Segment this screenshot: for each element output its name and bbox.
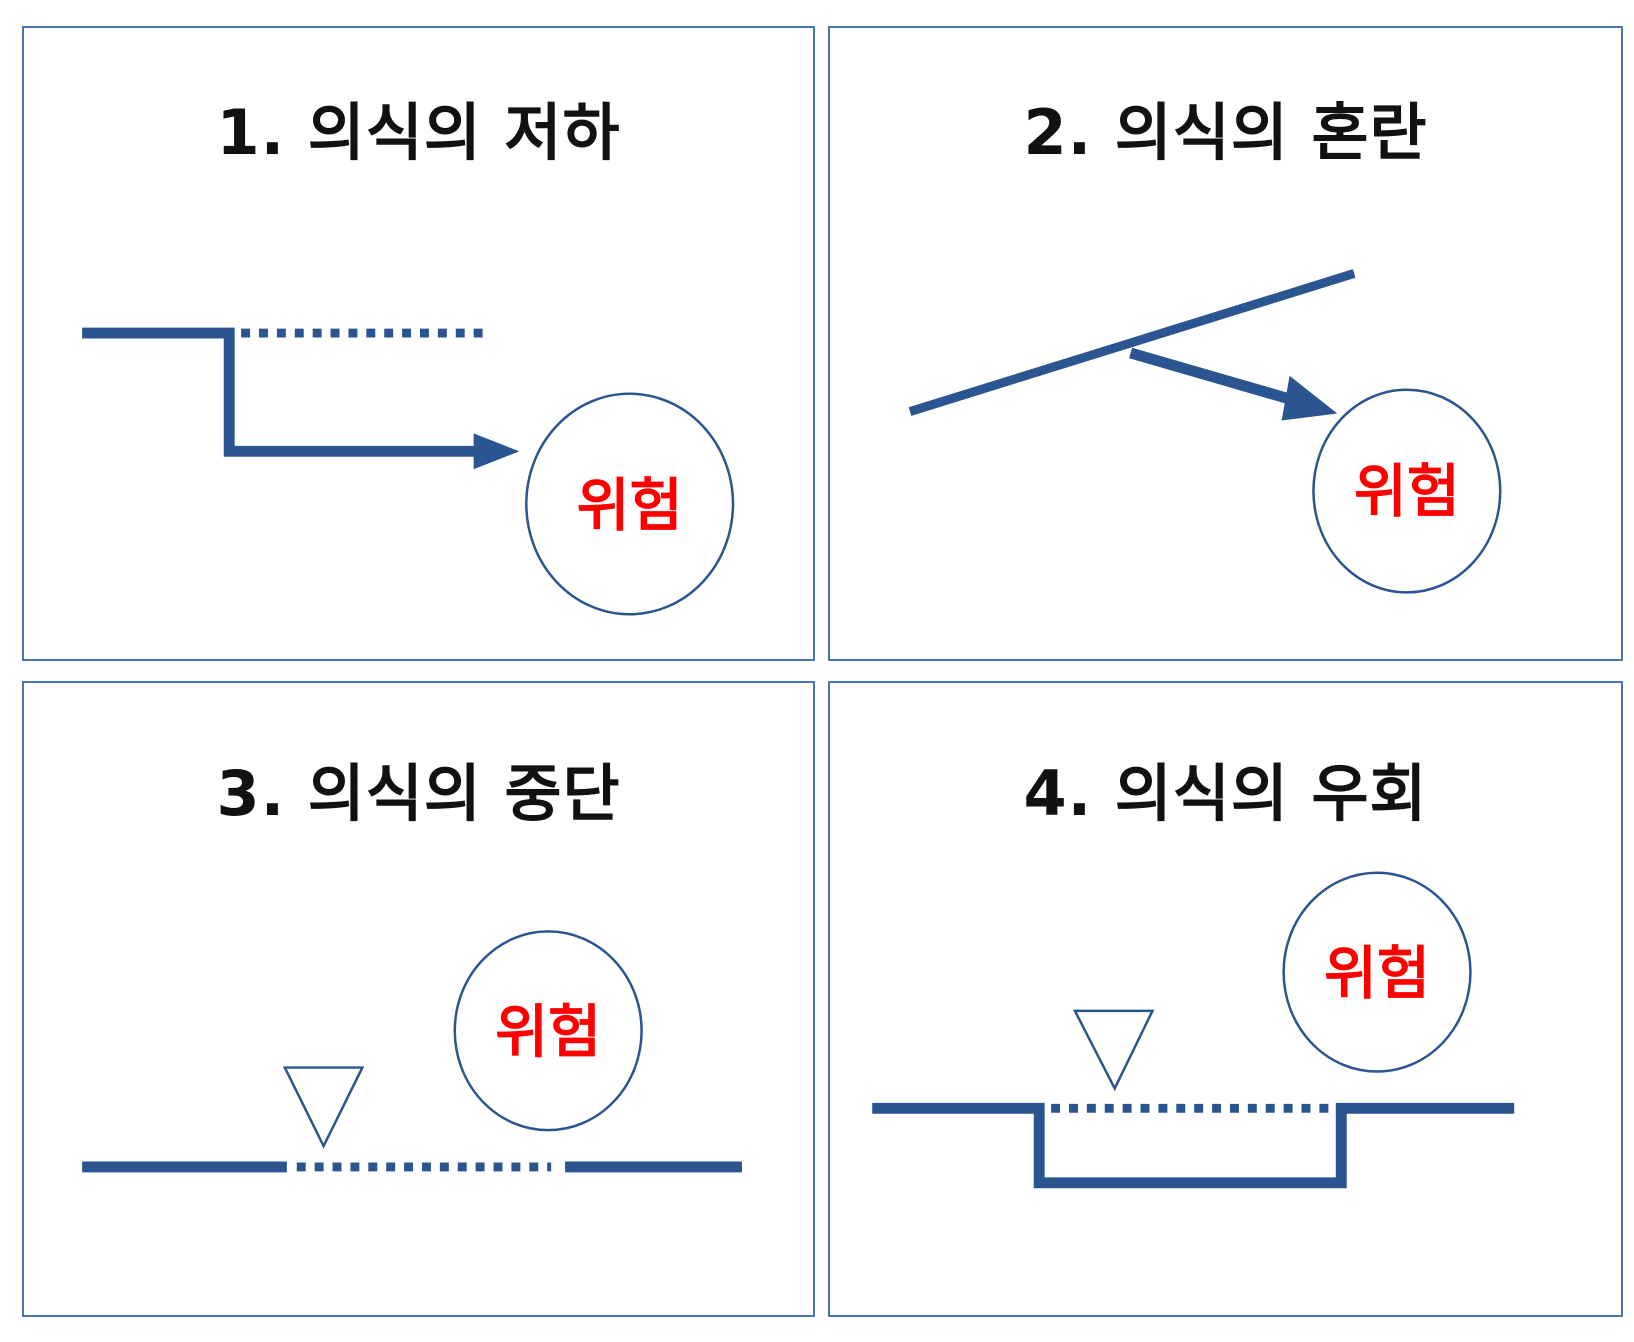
danger-circle (525, 392, 735, 616)
panel-consciousness-decline: 1. 의식의 저하 위험 (22, 26, 815, 661)
panel-title: 2. 의식의 혼란 (1023, 96, 1428, 169)
arrow-head (1281, 375, 1338, 421)
step-down-path (82, 327, 502, 457)
danger-label: 위험 (1354, 458, 1460, 525)
arrow-head (473, 433, 520, 470)
marker-triangle-icon (1072, 1009, 1155, 1092)
interruption-diagram: 위험 (82, 930, 742, 1173)
confusion-diagram: 위험 (908, 269, 1502, 594)
danger-label: 위험 (1324, 940, 1430, 1007)
detour-solid-path (872, 1102, 1515, 1189)
decline-diagram: 위험 (82, 327, 735, 616)
panel-consciousness-confusion: 2. 의식의 혼란 위험 (828, 26, 1623, 661)
danger-circle (1312, 388, 1502, 594)
panel-title: 4. 의식의 우회 (1023, 757, 1428, 830)
danger-label: 위험 (577, 472, 683, 539)
deviation-arrow-shaft (1129, 347, 1308, 409)
panel-consciousness-detour: 4. 의식의 우회 위험 (828, 681, 1623, 1317)
detour-diagram: 위험 (872, 871, 1515, 1189)
danger-label: 위험 (495, 999, 601, 1066)
main-direction-line (908, 269, 1356, 416)
panel-title: 3. 의식의 중단 (216, 757, 621, 830)
danger-circle (453, 930, 643, 1132)
marker-triangle-icon (282, 1066, 365, 1149)
panel-title: 1. 의식의 저하 (216, 96, 621, 169)
danger-circle (1282, 871, 1472, 1073)
panel-consciousness-interruption: 3. 의식의 중단 위험 (22, 681, 815, 1317)
